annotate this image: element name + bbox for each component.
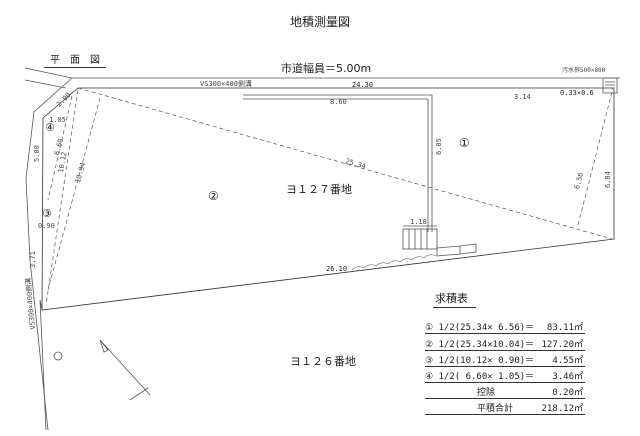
- north-arrow: [99, 339, 151, 401]
- dim-road: 24.30: [352, 81, 374, 89]
- lot-south-label: ヨ１２６番地: [290, 355, 356, 368]
- area-formula: ① 1/2(25.34× 6.56)＝: [425, 323, 535, 333]
- dim-h4: 1.05: [49, 116, 66, 124]
- height2-dashed: [47, 97, 101, 291]
- retaining-wall: [351, 254, 437, 271]
- lot-main-label: ヨ１２７番地: [286, 183, 352, 196]
- manhole-box: [602, 77, 618, 94]
- dim-top-right: 3.14: [514, 93, 531, 101]
- area-row: ① 1/2(25.34× 6.56)＝ 83.11㎡: [425, 318, 585, 334]
- dim-h3: 0.90: [38, 222, 55, 230]
- road-label: 市道幅員＝5.00m: [281, 62, 372, 75]
- lot-boundary: [41, 87, 615, 311]
- drawing-title: 地積測量図: [290, 15, 351, 29]
- d4-dashed: [47, 95, 73, 201]
- total-label: 平積合計: [477, 404, 514, 414]
- area-formula: ③ 1/2(10.12× 0.90)＝: [425, 356, 535, 366]
- deduction-value: 0.20㎡: [552, 388, 583, 398]
- total-value: 218.12㎡: [541, 404, 583, 414]
- region-1-label: ①: [459, 136, 470, 150]
- dim-manhole-offset: 0.33×0.6: [560, 89, 594, 97]
- dim-right-side: 6.84: [604, 171, 612, 188]
- dim-left-lower: 3.71: [29, 251, 37, 268]
- dim-building-width: 8.60: [330, 98, 347, 106]
- region-2-label: ②: [208, 189, 219, 203]
- area-value: 3.46㎡: [552, 372, 583, 382]
- ditch-top-label: VS300×400側溝: [200, 80, 252, 88]
- area-table-title: 求積表: [433, 290, 476, 308]
- diagonal-dashed: [77, 87, 613, 240]
- region-4-label: ④: [45, 121, 55, 134]
- dim-left-upper: 5.00: [33, 145, 41, 162]
- area-value: 4.55㎡: [552, 356, 583, 366]
- deduction-label: 控除: [477, 388, 496, 398]
- road-ditch-line: [25, 77, 73, 431]
- plan-label: 平 面 図: [44, 51, 106, 68]
- area-value: 127.20㎡: [541, 340, 583, 350]
- area-formula: ② 1/2(25.34×10.04)＝: [425, 340, 535, 350]
- dim-step: 1.18: [410, 218, 427, 226]
- area-formula: ④ 1/2( 6.60× 1.05)＝: [425, 372, 535, 382]
- d3-dashed: [45, 89, 79, 306]
- dim-building-depth: 6.05: [435, 138, 443, 155]
- deduction-row: 控除 0.20㎡: [425, 383, 585, 399]
- total-row: 平積合計 218.12㎡: [425, 399, 585, 415]
- area-value: 83.11㎡: [546, 323, 583, 333]
- road-lower-edge: [24, 79, 67, 89]
- steps: [402, 228, 438, 250]
- region-3-label: ③: [42, 207, 52, 220]
- area-row: ③ 1/2(10.12× 0.90)＝ 4.55㎡: [425, 351, 585, 367]
- area-row: ④ 1/2( 6.60× 1.05)＝ 3.46㎡: [425, 367, 585, 383]
- south-lot-line: [39, 299, 47, 431]
- building-outline: [243, 94, 433, 232]
- area-row: ② 1/2(25.34×10.04)＝ 127.20㎡: [425, 335, 585, 351]
- step-slabs: [436, 243, 477, 257]
- survey-point: [53, 351, 63, 361]
- height1-dashed: [577, 91, 613, 226]
- manhole-label: 汚水桝500×800: [562, 67, 606, 74]
- dim-bottom: 26.10: [326, 265, 348, 273]
